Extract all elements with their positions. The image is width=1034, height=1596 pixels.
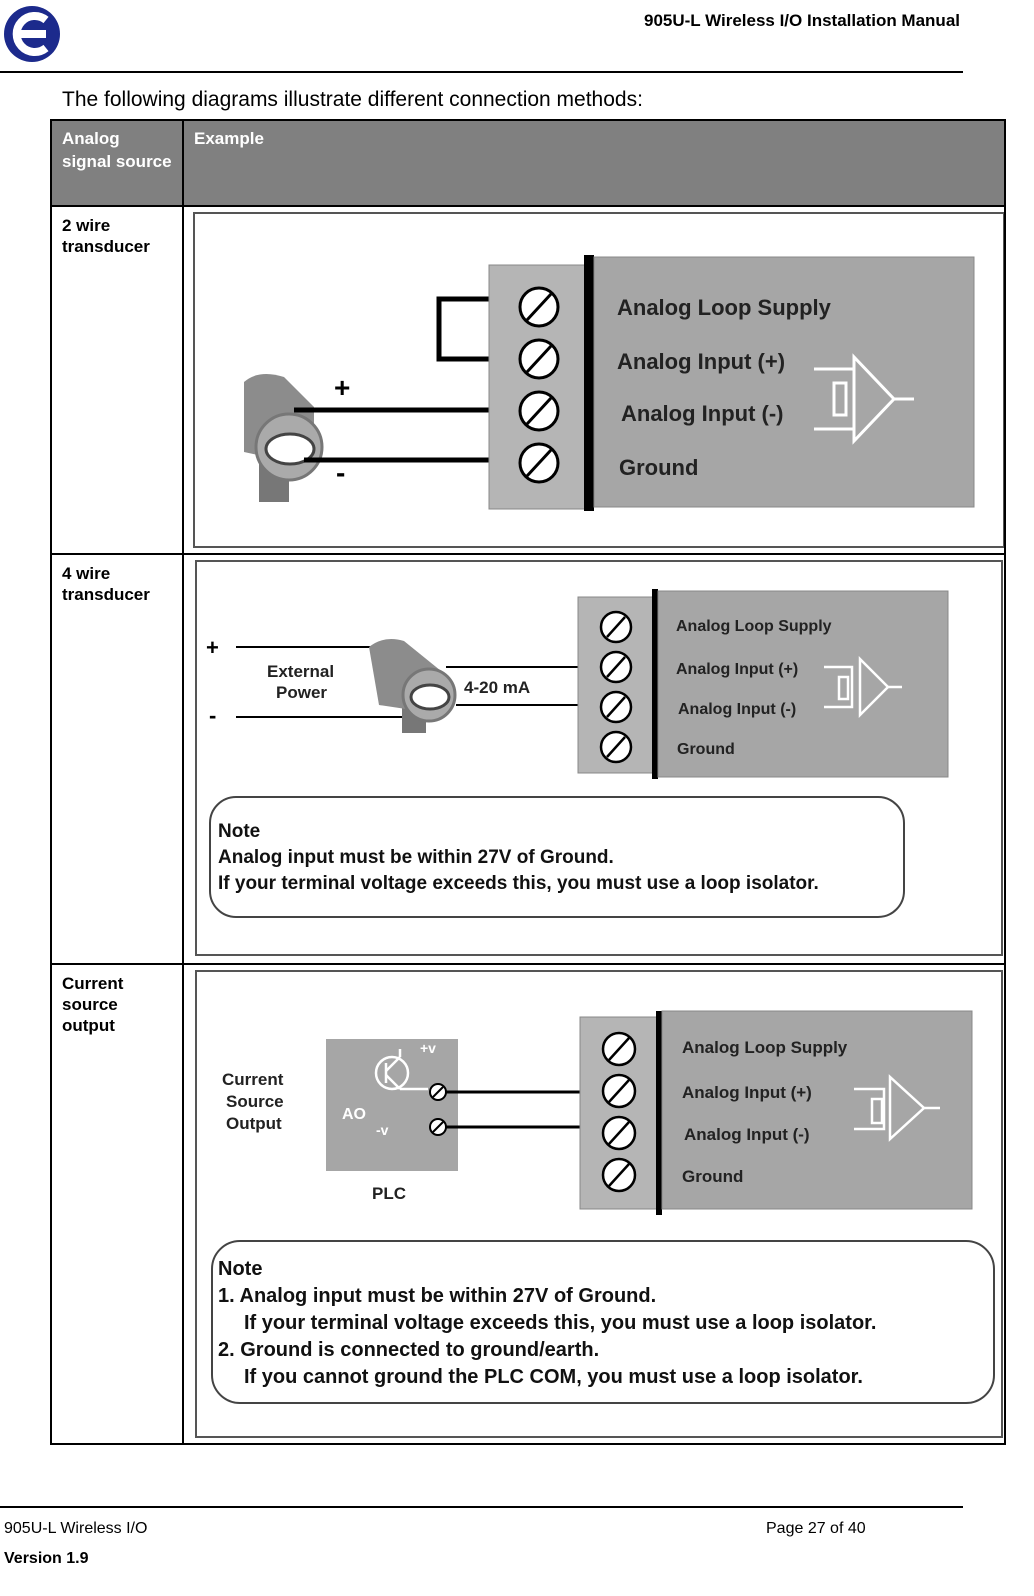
current-label: 4-20 mA <box>464 678 530 697</box>
output-label-2: Source <box>226 1092 284 1111</box>
note-line-1: Analog input must be within 27V of Groun… <box>218 847 614 868</box>
footer-rule <box>0 1506 963 1508</box>
transducer-icon <box>244 373 324 502</box>
row-source: 2 wire transducer <box>50 205 184 555</box>
note-line-4: If you cannot ground the PLC COM, you mu… <box>244 1366 863 1388</box>
plc-label: PLC <box>372 1184 406 1203</box>
table-row: 2 wire transducer + - <box>50 205 1006 555</box>
footer-version: Version 1.9 <box>4 1550 89 1567</box>
pos-label: +v <box>420 1040 436 1056</box>
row-example: Current Source Output +v AO -v <box>182 963 1006 1445</box>
ao-label: AO <box>342 1106 366 1123</box>
terminal-label-ground: Ground <box>619 455 698 480</box>
terminal-label-input-plus: Analog Input (+) <box>682 1083 812 1102</box>
header-title: 905U-L Wireless I/O Installation Manual <box>643 11 960 30</box>
diagram-current-source: Current Source Output +v AO -v <box>195 970 1003 1438</box>
minus-label: - <box>336 457 345 488</box>
terminal-screws <box>518 286 560 484</box>
output-label-1: Current <box>222 1070 284 1089</box>
intro-text: The following diagrams illustrate differ… <box>62 88 643 111</box>
transistor-icon <box>374 1049 428 1091</box>
external-power-label-2: Power <box>276 683 327 702</box>
connection-table: Analog signal source Example 2 wire tran… <box>50 119 1006 1445</box>
footer-left: 905U-L Wireless I/O <box>4 1520 148 1537</box>
row-source: Current source output <box>50 963 184 1445</box>
output-label-3: Output <box>226 1114 282 1133</box>
amplifier-symbol <box>824 655 902 719</box>
plus-label: + <box>206 635 219 660</box>
external-power-label-1: External <box>267 662 334 681</box>
header-example: Example <box>182 119 1006 207</box>
company-logo <box>2 0 62 68</box>
header-source: Analog signal source <box>50 119 184 207</box>
amplifier-symbol <box>814 353 914 445</box>
minus-label: - <box>209 703 216 728</box>
terminal-label-input-minus: Analog Input (-) <box>684 1125 810 1144</box>
plus-label: + <box>334 372 350 403</box>
neg-label: -v <box>376 1122 389 1138</box>
note-line-1: 1. Analog input must be within 27V of Gr… <box>218 1285 656 1307</box>
plc-box <box>326 1039 458 1171</box>
note-line-3: 2. Ground is connected to ground/earth. <box>218 1339 599 1361</box>
table-row: Current source output Current Source Out… <box>50 963 1006 1445</box>
terminal-label-input-plus: Analog Input (+) <box>676 661 798 678</box>
terminal-label-loop-supply: Analog Loop Supply <box>617 295 832 320</box>
table-header-row: Analog signal source Example <box>50 119 1006 207</box>
terminal-label-loop-supply: Analog Loop Supply <box>676 618 832 635</box>
table-row: 4 wire transducer + - External Power <box>50 553 1006 965</box>
terminal-label-input-minus: Analog Input (-) <box>678 701 796 718</box>
row-example: + - Analog Loop Supply Analog Input (+) … <box>182 205 1006 555</box>
amplifier-symbol <box>854 1074 940 1142</box>
note-title: Note <box>218 1258 262 1280</box>
note-title: Note <box>218 821 260 842</box>
note-box <box>209 796 905 918</box>
note-box <box>211 1240 995 1404</box>
transducer-icon <box>369 639 457 733</box>
row-source: 4 wire transducer <box>50 553 184 965</box>
terminal-label-input-minus: Analog Input (-) <box>621 401 784 426</box>
note-line-2: If your terminal voltage exceeds this, y… <box>244 1312 876 1334</box>
terminal-screws <box>601 1031 637 1193</box>
terminal-screws <box>599 610 633 764</box>
note-line-2: If your terminal voltage exceeds this, y… <box>218 873 819 894</box>
terminal-label-ground: Ground <box>682 1167 743 1186</box>
terminal-label-loop-supply: Analog Loop Supply <box>682 1038 848 1057</box>
row-example: + - External Power 4-20 mA <box>182 553 1006 965</box>
footer-page: Page 27 of 40 <box>766 1520 866 1537</box>
terminal-label-ground: Ground <box>677 741 735 758</box>
diagram-4-wire: + - External Power 4-20 mA <box>195 560 1003 956</box>
diagram-2-wire: + - Analog Loop Supply Analog Input (+) … <box>193 212 1004 548</box>
header-rule <box>0 71 963 73</box>
terminal-label-input-plus: Analog Input (+) <box>617 349 785 374</box>
